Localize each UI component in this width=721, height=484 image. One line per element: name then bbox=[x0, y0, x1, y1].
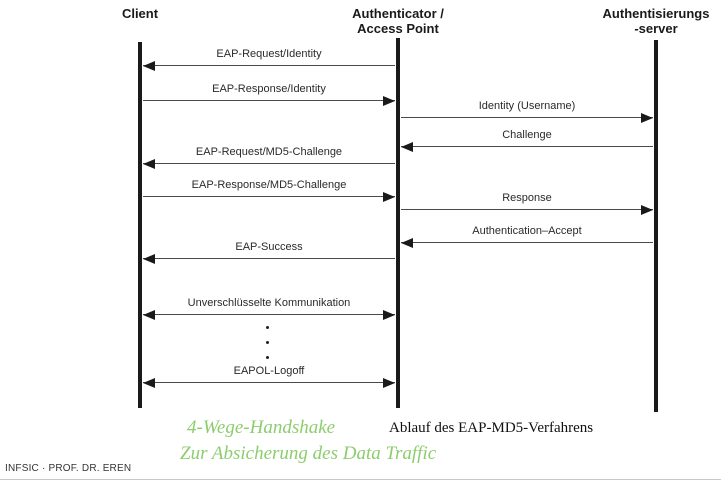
message-eap-response-identity-line bbox=[143, 100, 395, 101]
message-authentication-accept-label: Authentication–Accept bbox=[472, 225, 582, 237]
message-eap-response-identity-label: EAP-Response/Identity bbox=[212, 83, 326, 95]
message-eap-success-arrowhead-left-icon bbox=[143, 253, 155, 264]
message-eap-request-md5-challenge-label: EAP-Request/MD5-Challenge bbox=[195, 146, 343, 158]
actor-label-line: Access Point bbox=[357, 21, 439, 36]
handshake-caption-line2: Zur Absicherung des Data Traffic bbox=[180, 443, 437, 464]
actor-label-authenticator: Authenticator /Access Point bbox=[288, 6, 508, 36]
ellipsis-dot bbox=[265, 356, 269, 359]
lifeline-authenticator bbox=[396, 38, 400, 408]
message-eap-request-identity-label: EAP-Request/Identity bbox=[216, 48, 322, 60]
message-eap-success-line bbox=[143, 258, 395, 259]
message-identity-username-arrowhead-right-icon bbox=[641, 112, 653, 123]
message-challenge-arrowhead-left-icon bbox=[401, 141, 413, 152]
message-eapol-logoff-label: EAPOL-Logoff bbox=[233, 365, 305, 377]
message-response-label: Response bbox=[502, 192, 552, 204]
actor-label-line: Client bbox=[121, 6, 159, 21]
handshake-caption-line1: 4-Wege-Handshake bbox=[187, 417, 336, 438]
lifeline-client bbox=[138, 42, 142, 408]
message-eap-request-identity-line bbox=[143, 65, 395, 66]
lifeline-auth-server bbox=[654, 40, 658, 412]
message-eapol-logoff-line bbox=[143, 382, 395, 383]
message-eap-response-md5-challenge-line bbox=[143, 196, 395, 197]
message-eap-response-identity-arrowhead-right-icon bbox=[383, 95, 395, 106]
message-unverschl-sselte-kommunikation-label: Unverschlüsselte Kommunikation bbox=[187, 297, 351, 309]
actor-label-auth-server: Authentisierungs-server bbox=[546, 6, 721, 36]
message-eapol-logoff-arrowhead-left-icon bbox=[143, 377, 155, 388]
message-unverschl-sselte-kommunikation-arrowhead-left-icon bbox=[143, 309, 155, 320]
actor-label-client: Client bbox=[30, 6, 250, 21]
actor-label-line: Authentisierungs bbox=[602, 6, 710, 21]
message-response-line bbox=[401, 209, 653, 210]
message-response-arrowhead-right-icon bbox=[641, 204, 653, 215]
message-unverschl-sselte-kommunikation-line bbox=[143, 314, 395, 315]
message-challenge-label: Challenge bbox=[502, 129, 552, 141]
message-identity-username-label: Identity (Username) bbox=[478, 100, 576, 112]
message-eap-request-md5-challenge-arrowhead-left-icon bbox=[143, 158, 155, 169]
message-eap-success-label: EAP-Success bbox=[235, 241, 303, 253]
message-eap-response-md5-challenge-arrowhead-right-icon bbox=[383, 191, 395, 202]
message-eap-request-identity-arrowhead-left-icon bbox=[143, 60, 155, 71]
ellipsis-dot bbox=[265, 326, 269, 329]
footer-divider bbox=[0, 479, 721, 480]
message-eap-request-md5-challenge-line bbox=[143, 163, 395, 164]
message-eap-response-md5-challenge-label: EAP-Response/MD5-Challenge bbox=[191, 179, 347, 191]
message-authentication-accept-arrowhead-left-icon bbox=[401, 237, 413, 248]
message-identity-username-line bbox=[401, 117, 653, 118]
message-eapol-logoff-arrowhead-right-icon bbox=[383, 377, 395, 388]
message-authentication-accept-line bbox=[401, 242, 653, 243]
figure-caption: Ablauf des EAP-MD5-Verfahrens bbox=[389, 420, 594, 436]
actor-label-line: Authenticator / bbox=[352, 6, 444, 21]
footer-credit: INFSIC · PROF. DR. EREN bbox=[5, 463, 132, 474]
message-unverschl-sselte-kommunikation-arrowhead-right-icon bbox=[383, 309, 395, 320]
ellipsis-dot bbox=[265, 341, 269, 344]
actor-label-line: -server bbox=[634, 21, 678, 36]
message-challenge-line bbox=[401, 146, 653, 147]
